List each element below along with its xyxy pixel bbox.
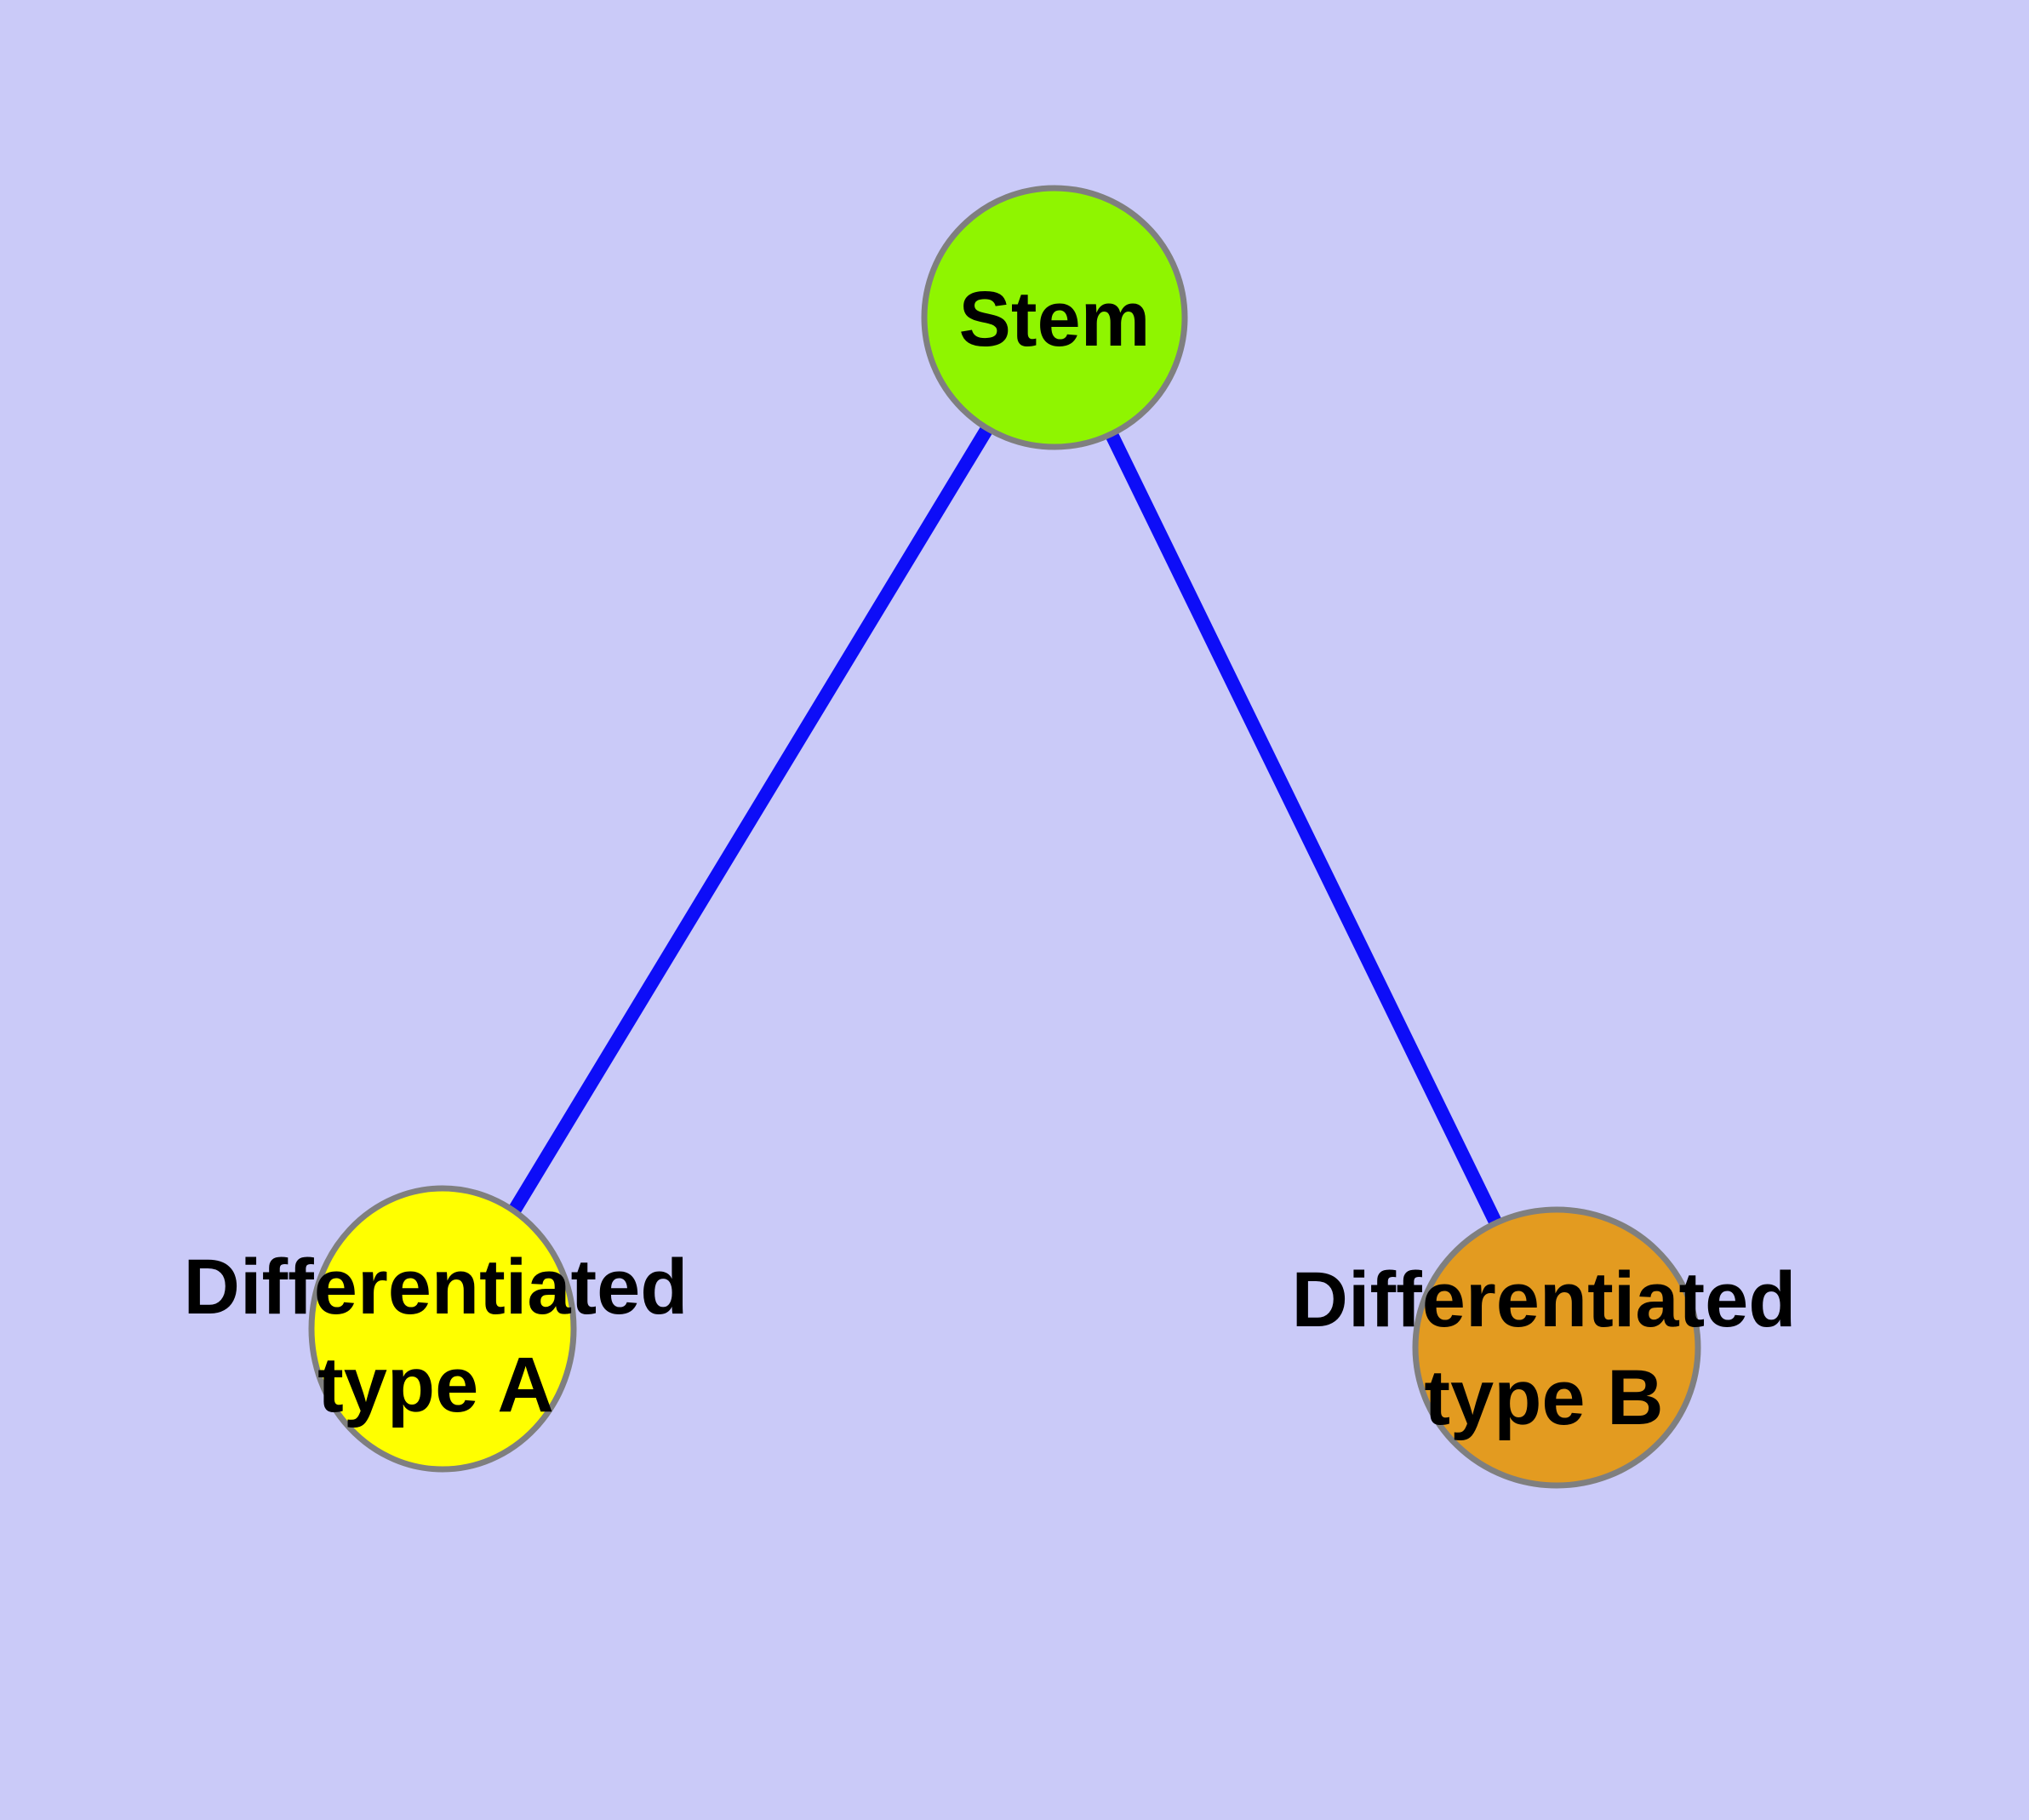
node-type-b-label-line2: type B [1424, 1354, 1663, 1441]
edge-stem-to-type-b [1048, 314, 1563, 1351]
edge-stem-to-type-a [437, 313, 1060, 1333]
node-differentiated-type-a [308, 1185, 577, 1473]
node-type-a-label-line1: Differentiated [184, 1244, 689, 1331]
node-differentiated-type-b [1412, 1206, 1701, 1489]
node-type-a-label-line2: type A [317, 1342, 554, 1428]
node-stem [921, 185, 1188, 450]
node-stem-label: Stem [959, 276, 1151, 363]
node-type-b-label-line1: Differentiated [1292, 1256, 1797, 1343]
